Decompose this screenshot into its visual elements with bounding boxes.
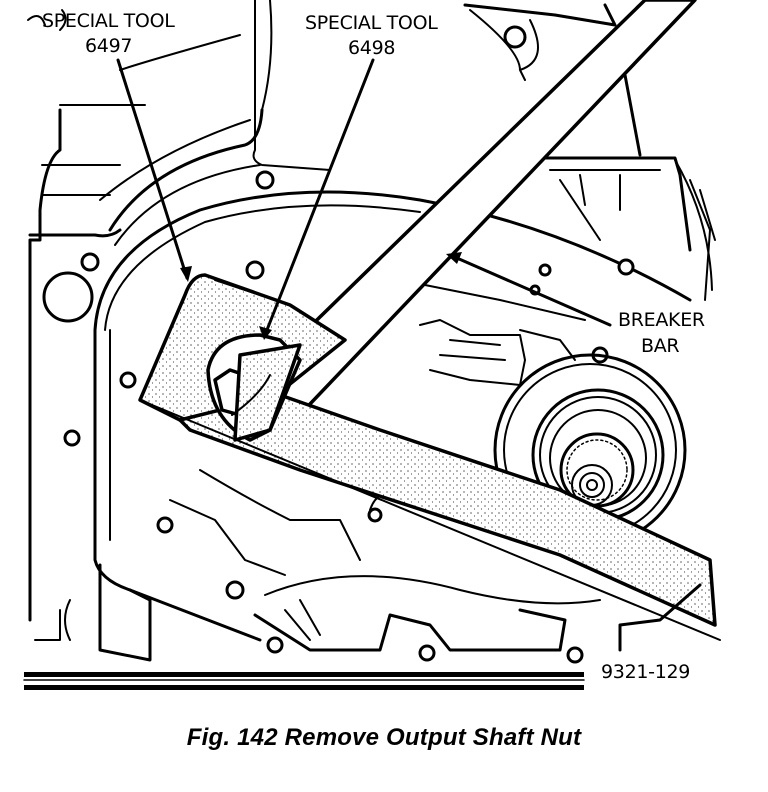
label-special-tool-6498-line1: SPECIAL TOOL (305, 12, 438, 34)
label-special-tool-6498-line2: 6498 (348, 37, 395, 59)
label-special-tool-6497-line1: SPECIAL TOOL (42, 10, 175, 32)
leader-lines (116, 58, 702, 652)
label-breaker-bar-line2: BAR (641, 335, 679, 357)
label-special-tool-6497-line2: 6497 (85, 35, 132, 57)
callout-labels: SPECIAL TOOL 6497 SPECIAL TOOL 6498 BREA… (42, 10, 705, 683)
transmission-housing (27, 0, 716, 662)
base-rule (23, 672, 585, 690)
figure-caption: Fig. 142 Remove Output Shaft Nut (186, 724, 582, 751)
technical-illustration: SPECIAL TOOL 6497 SPECIAL TOOL 6498 BREA… (23, 0, 721, 690)
figure-code: 9321-129 (601, 661, 690, 683)
special-tool-6498 (206, 333, 302, 442)
bolt-holes (42, 25, 635, 664)
label-breaker-bar-line1: BREAKER (618, 309, 705, 331)
